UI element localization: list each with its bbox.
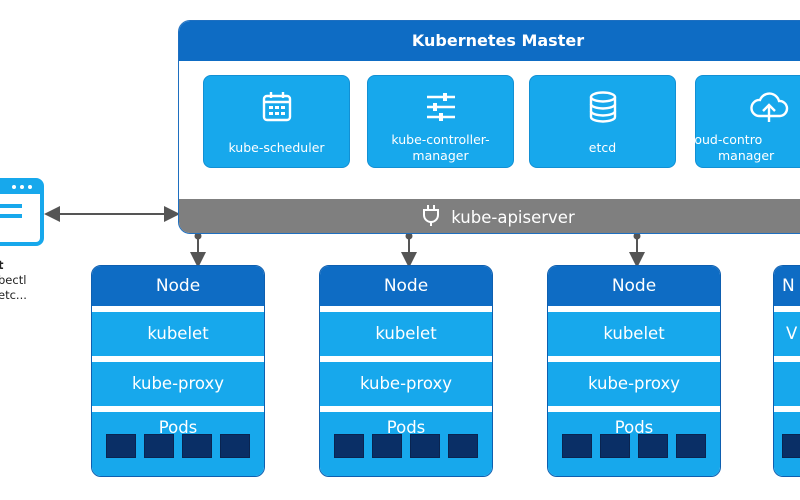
pod [182, 434, 212, 458]
plug-icon [421, 204, 441, 230]
browser-window-icon [0, 178, 44, 246]
kube-proxy: kube-proxy [92, 362, 264, 406]
component-label: etcd [588, 140, 617, 155]
pod [144, 434, 174, 458]
worker-node-4-partial[interactable]: N V [773, 265, 800, 477]
pods-label: Pods [386, 418, 426, 437]
database-icon [530, 89, 675, 125]
worker-node-1[interactable]: Node kubelet kube-proxy Pods [91, 265, 265, 477]
kubelet: kubelet [92, 312, 264, 356]
pod [600, 434, 630, 458]
component-label-line2: manager [718, 148, 775, 163]
client-window[interactable] [0, 176, 44, 248]
kubelet: kubelet [320, 312, 492, 356]
pod [372, 434, 402, 458]
calendar-icon [204, 89, 349, 125]
kubernetes-master: Kubernetes Master kube-scheduler [178, 20, 800, 234]
component-cloud-controller-manager[interactable]: cloud-contro manager [684, 75, 800, 168]
node-title: Node [92, 266, 264, 306]
sliders-icon [368, 89, 513, 125]
worker-node-2[interactable]: Node kubelet kube-proxy Pods [319, 265, 493, 477]
component-label-line1: cloud-contro [684, 132, 763, 147]
pod [638, 434, 668, 458]
client-label-line2: bectl [0, 273, 27, 287]
pod [676, 434, 706, 458]
cloud-upload-icon [696, 89, 800, 125]
kube-proxy [774, 362, 800, 406]
node-connectors [190, 232, 645, 268]
component-kube-controller-manager[interactable]: kube-controller- manager [367, 75, 514, 168]
pod [410, 434, 440, 458]
component-etcd[interactable]: etcd [529, 75, 676, 168]
kube-apiserver-bar[interactable]: kube-apiserver [179, 199, 800, 233]
kube-proxy: kube-proxy [548, 362, 720, 406]
pods-label: Pods [614, 418, 654, 437]
kube-proxy: kube-proxy [320, 362, 492, 406]
component-label: kube-scheduler [228, 140, 325, 155]
pod [562, 434, 592, 458]
node-title: N [774, 266, 800, 306]
pod [334, 434, 364, 458]
pod [782, 434, 800, 458]
apiserver-label: kube-apiserver [451, 207, 575, 227]
node-title: Node [320, 266, 492, 306]
component-kube-scheduler[interactable]: kube-scheduler [203, 75, 350, 168]
pod [448, 434, 478, 458]
kubelet: kubelet [548, 312, 720, 356]
node-title: Node [548, 266, 720, 306]
pod [106, 434, 136, 458]
component-label-line2: manager [412, 148, 469, 163]
pod [220, 434, 250, 458]
client-label-line1: t [0, 258, 4, 272]
master-title: Kubernetes Master [179, 21, 800, 61]
component-label-line1: kube-controller- [391, 132, 490, 147]
client-label-line3: etc... [0, 288, 27, 302]
pods-label: Pods [158, 418, 198, 437]
worker-node-3[interactable]: Node kubelet kube-proxy Pods [547, 265, 721, 477]
kubelet: V [774, 312, 800, 356]
